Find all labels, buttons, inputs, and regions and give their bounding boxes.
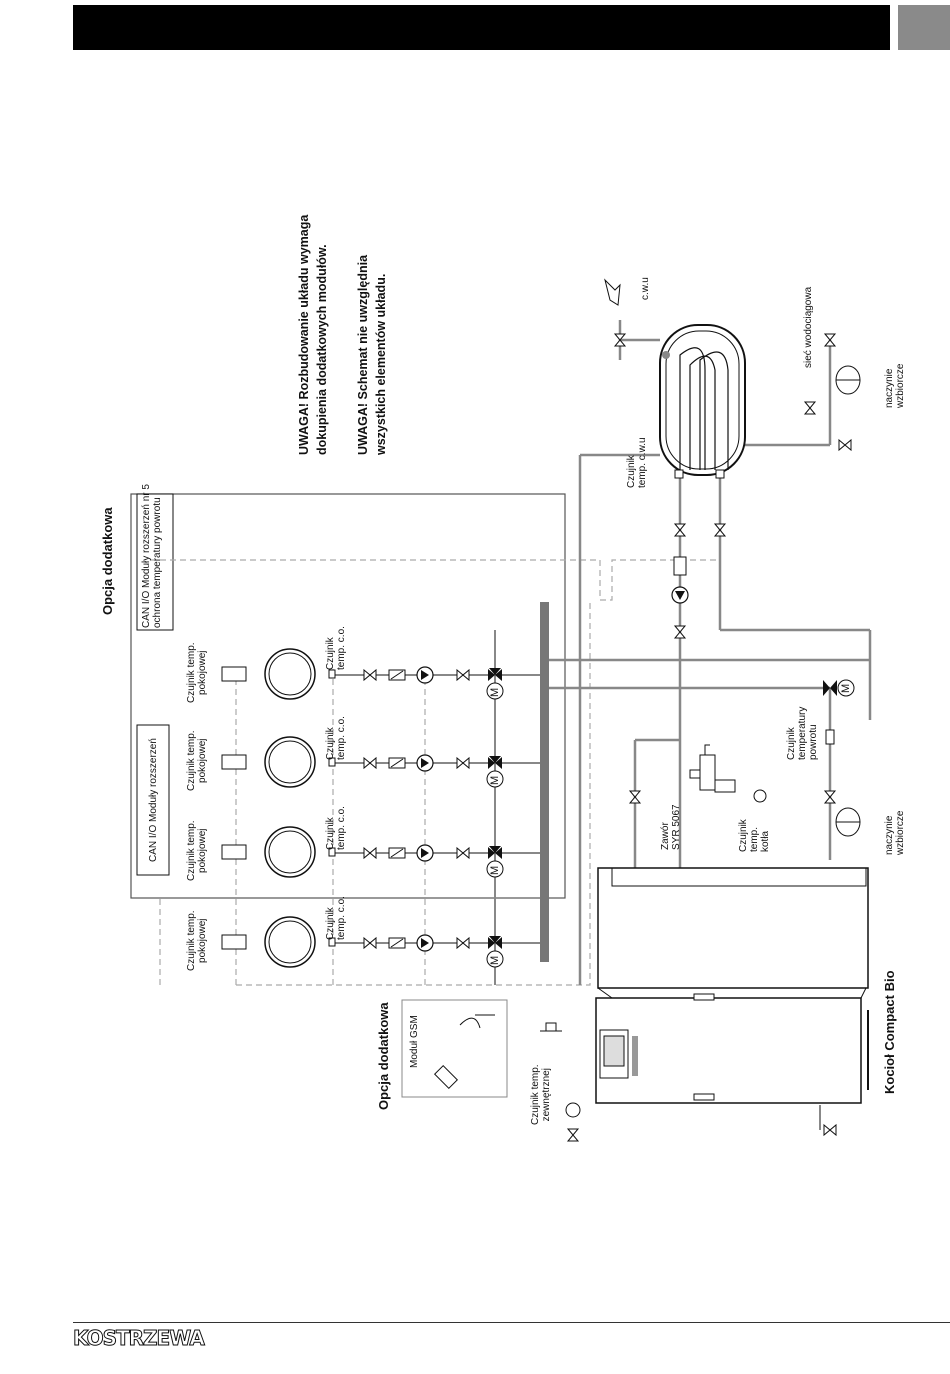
boiler-title: Kocioł Compact Bio bbox=[882, 970, 897, 1094]
room-sensor-label-2: Czujnik temp.pokojowej bbox=[186, 730, 208, 791]
circuit-3 bbox=[221, 826, 504, 878]
room-sensor-label-1: Czujnik temp.pokojowej bbox=[186, 642, 208, 703]
main-pipes bbox=[549, 320, 872, 985]
option-box-main bbox=[130, 493, 566, 899]
brand-logo: KOSTRZEWA bbox=[73, 1326, 206, 1351]
motor-label-2: M bbox=[489, 775, 501, 785]
room-sensor-label-4: Czujnik temp.pokojowej bbox=[186, 910, 208, 971]
can-module-label-2: CAN I/O Moduły rozszerzeń bbox=[148, 738, 159, 862]
syr-valve bbox=[689, 744, 767, 803]
header-bar bbox=[73, 5, 890, 50]
signal-lines bbox=[150, 559, 720, 986]
boiler bbox=[595, 867, 869, 1104]
motor-label-1: M bbox=[489, 687, 501, 697]
water-mains-label: sieć wodociągowa bbox=[803, 286, 814, 368]
motor-label-return: M bbox=[840, 683, 852, 693]
motor-label-4: M bbox=[489, 955, 501, 965]
header-tab bbox=[898, 5, 950, 50]
circuit-2 bbox=[221, 736, 504, 788]
circuit-1 bbox=[221, 648, 504, 700]
outdoor-sensor-label: Czujnik temp.zewnętrznej bbox=[530, 1064, 552, 1125]
option-title-gsm: Opcja dodatkowa bbox=[376, 1002, 391, 1110]
motor-label-3: M bbox=[489, 865, 501, 875]
cwu-label: c.w.u bbox=[640, 277, 651, 300]
heating-circuits bbox=[221, 648, 504, 968]
dhw-tank bbox=[659, 324, 746, 479]
gsm-module-label: Moduł GSM bbox=[409, 1015, 420, 1068]
room-sensor-label-3: Czujnik temp.pokojowej bbox=[186, 820, 208, 881]
circuit-4 bbox=[221, 916, 504, 968]
option-title-main: Opcja dodatkowa bbox=[100, 507, 115, 615]
collector bbox=[540, 602, 549, 962]
can-module-box-2 bbox=[136, 724, 170, 876]
can-module-box-1 bbox=[136, 493, 174, 631]
footer-line bbox=[73, 1322, 950, 1323]
distribution-pipes bbox=[333, 630, 540, 985]
